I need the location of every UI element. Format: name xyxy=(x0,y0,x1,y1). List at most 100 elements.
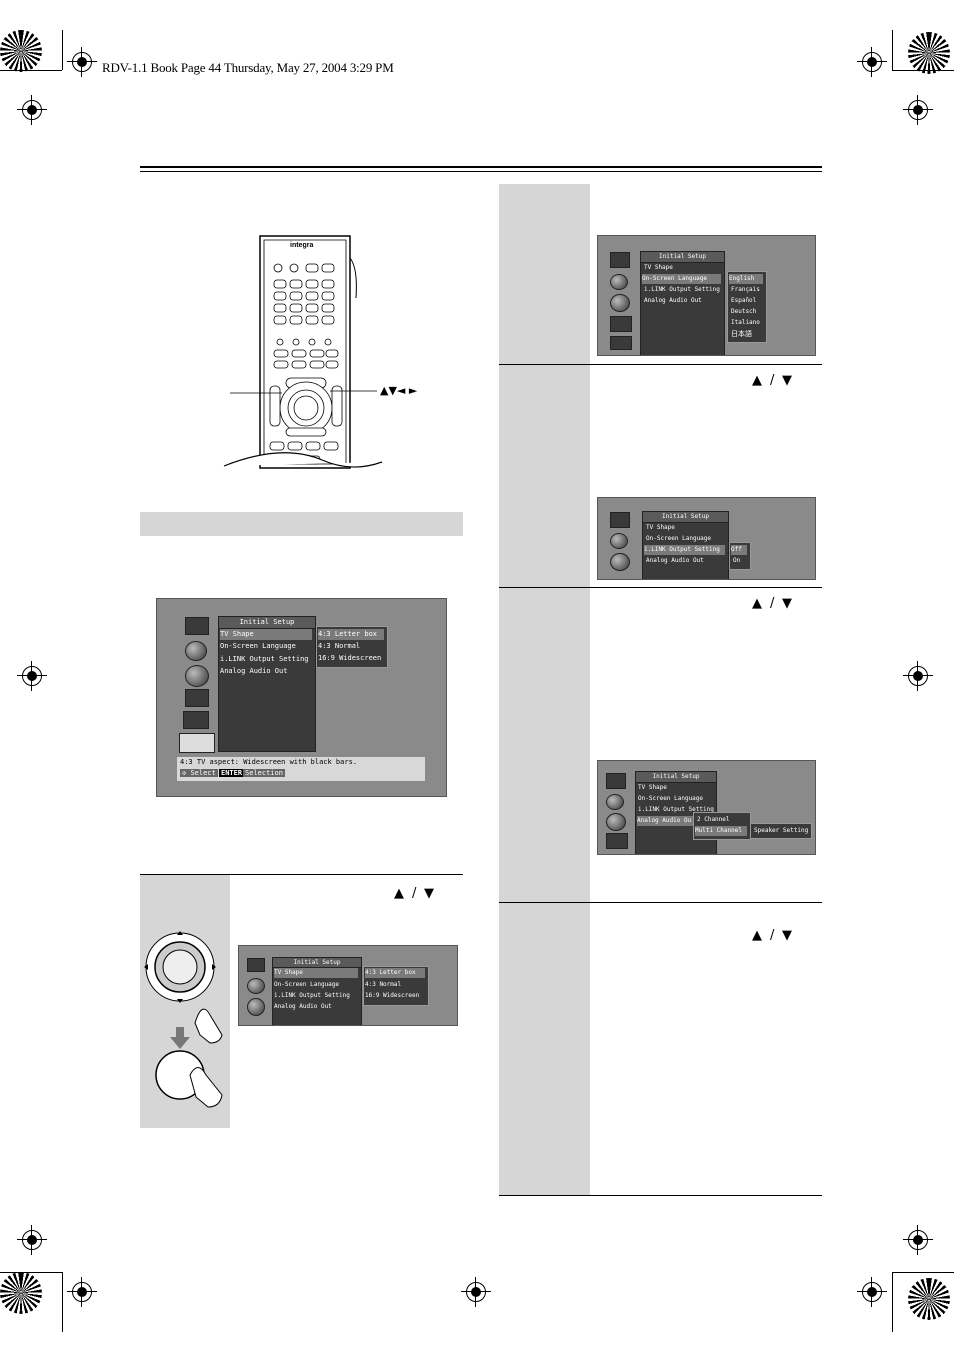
integra-icon xyxy=(185,689,209,707)
option-japanese[interactable]: 日本語 xyxy=(731,330,752,338)
registration-sunburst-bl xyxy=(0,1272,42,1314)
option-letter-box[interactable]: 4:3 Letter box xyxy=(318,629,384,640)
menu-item-ilink-output[interactable]: i.LINK Output Setting xyxy=(220,655,309,663)
down-arrow-glyph: ▼ xyxy=(782,596,792,611)
menu-item-on-screen-language[interactable]: On-Screen Language xyxy=(642,274,721,284)
option-normal[interactable]: 4:3 Normal xyxy=(318,642,361,650)
crop-mark xyxy=(892,1272,954,1273)
crop-mark xyxy=(892,70,954,71)
menu-item-ilink-output[interactable]: i.LINK Output Setting xyxy=(644,545,725,555)
arrow-separator: / xyxy=(770,928,775,943)
remote-arrow-keys-label: ▲▼◄ ► xyxy=(380,384,418,397)
option-2-channel[interactable]: 2 Channel xyxy=(697,816,730,823)
menu-item-tv-shape[interactable]: TV Shape xyxy=(274,968,358,978)
enter-key-badge: ENTER xyxy=(219,769,245,777)
menu-item-ilink-output[interactable]: i.LINK Output Setting xyxy=(644,286,720,293)
menu-item-on-screen-language[interactable]: On-Screen Language xyxy=(220,642,296,650)
registration-mark xyxy=(17,95,47,125)
menu-item-analog-audio-out[interactable]: Analog Audio Out xyxy=(646,557,704,564)
down-arrow-glyph: ▼ xyxy=(782,928,792,943)
registration-mark xyxy=(17,1225,47,1255)
remote-dpad-hand-illustration xyxy=(144,931,223,1108)
registration-mark xyxy=(461,1277,491,1307)
sphere-icon xyxy=(247,998,265,1016)
menu-item-tv-shape[interactable]: TV Shape xyxy=(644,264,673,271)
menu-item-on-screen-language[interactable]: On-Screen Language xyxy=(638,795,704,802)
book-header: RDV-1.1 Book Page 44 Thursday, May 27, 2… xyxy=(102,60,394,75)
remote-brand: integra xyxy=(290,242,314,249)
registration-sunburst-br xyxy=(908,1278,950,1320)
tv-shape-menu-screen-small: Initial Setup TV Shape On-Screen Languag… xyxy=(238,945,458,1026)
registration-mark xyxy=(67,47,97,77)
speaker-setting-button[interactable]: Speaker Setting xyxy=(754,827,809,834)
option-widescreen[interactable]: 16:9 Widescreen xyxy=(365,992,420,999)
registration-sunburst-tl xyxy=(0,30,42,72)
sphere-icon xyxy=(185,665,209,687)
option-deutsch[interactable]: Deutsch xyxy=(731,308,757,315)
step-rule xyxy=(140,874,463,875)
tv-icon xyxy=(610,512,630,528)
option-letter-box[interactable]: 4:3 Letter box xyxy=(365,968,425,978)
disc-icon xyxy=(610,274,628,290)
option-off[interactable]: Off xyxy=(731,545,747,555)
up-arrow-glyph: ▲ xyxy=(752,596,762,611)
option-multi-channel[interactable]: Multi Channel xyxy=(695,826,747,836)
menu-item-tv-shape[interactable]: TV Shape xyxy=(638,784,667,791)
option-normal[interactable]: 4:3 Normal xyxy=(365,981,402,988)
header-rule-thin xyxy=(140,171,822,172)
step-rule xyxy=(499,364,822,365)
menu-item-ilink-output[interactable]: i.LINK Output Setting xyxy=(274,992,350,999)
menu-item-tv-shape[interactable]: TV Shape xyxy=(220,629,312,640)
folder-icon xyxy=(179,733,215,753)
arrow-separator: / xyxy=(412,886,417,901)
menu-item-analog-audio-out[interactable]: Analog Audio Out xyxy=(220,667,288,675)
menu-item-ilink-output[interactable]: i.LINK Output Setting xyxy=(638,806,714,813)
crop-mark xyxy=(62,30,63,70)
menu-title: Initial Setup xyxy=(642,511,729,523)
step-rule xyxy=(499,902,822,903)
step-number-column-right xyxy=(499,184,590,1196)
option-widescreen[interactable]: 16:9 Widescreen xyxy=(318,654,382,662)
speaker-setup-icon xyxy=(183,711,209,729)
arrow-separator: / xyxy=(770,373,775,388)
sphere-icon xyxy=(610,553,630,571)
menu-item-tv-shape[interactable]: TV Shape xyxy=(646,524,675,531)
step-rule xyxy=(499,587,822,588)
menu-title: Initial Setup xyxy=(635,771,717,783)
registration-mark xyxy=(857,47,887,77)
menu-item-analog-audio-out[interactable]: Analog Audio Out xyxy=(644,297,702,304)
header-rule xyxy=(140,166,822,168)
menu-item-on-screen-language[interactable]: On-Screen Language xyxy=(646,535,712,542)
option-francais[interactable]: Français xyxy=(731,286,760,293)
menu-title: Initial Setup xyxy=(640,251,725,263)
disc-icon xyxy=(247,978,265,994)
disc-icon xyxy=(610,533,628,549)
remote-illustration xyxy=(223,235,383,469)
tv-icon xyxy=(610,252,630,268)
menu-item-analog-audio-out[interactable]: Analog Audio Out xyxy=(274,1003,332,1010)
dpad-icon: ✣ xyxy=(182,769,191,777)
menu-item-on-screen-language[interactable]: On-Screen Language xyxy=(274,981,340,988)
registration-mark xyxy=(903,1225,933,1255)
sphere-icon xyxy=(610,294,630,312)
integra-icon xyxy=(610,316,632,332)
option-english[interactable]: English xyxy=(729,274,763,284)
disc-icon xyxy=(185,641,207,661)
step-rule xyxy=(499,1195,822,1196)
integra-icon xyxy=(606,833,628,849)
menu-title: Initial Setup xyxy=(272,957,362,968)
analog-audio-menu-screen: Initial Setup TV Shape On-Screen Languag… xyxy=(597,760,816,855)
language-menu-screen: Initial Setup TV Shape On-Screen Languag… xyxy=(597,235,816,356)
option-on[interactable]: On xyxy=(733,557,741,564)
speaker-setup-icon xyxy=(610,336,632,350)
option-espanol[interactable]: Español xyxy=(731,297,757,304)
registration-sunburst-tr xyxy=(908,32,950,74)
disc-icon xyxy=(606,794,624,810)
menu-item-analog-audio-out[interactable]: Analog Audio Ou xyxy=(637,816,693,826)
crop-mark xyxy=(892,1272,893,1332)
registration-mark xyxy=(857,1277,887,1307)
option-italiano[interactable]: Italiano xyxy=(731,319,760,326)
registration-mark xyxy=(903,95,933,125)
menu-title: Initial Setup xyxy=(218,616,316,629)
tv-icon xyxy=(247,958,265,972)
